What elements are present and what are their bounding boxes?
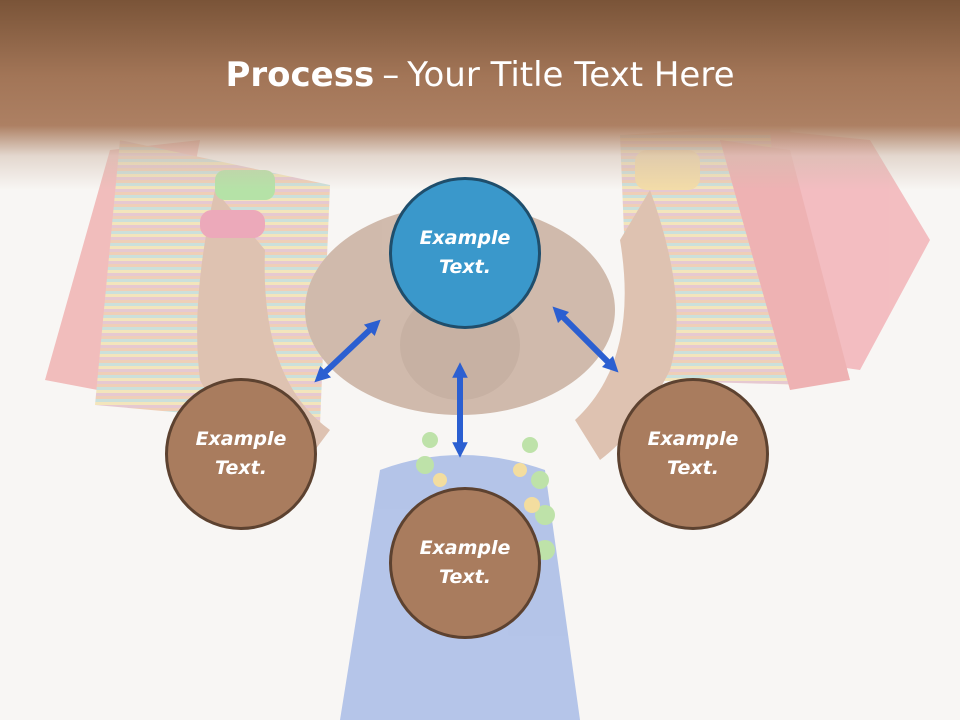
title-separator: – [382, 55, 400, 95]
process-node-right-label: Example Text. [647, 428, 739, 479]
process-node-left: Example Text. [165, 378, 317, 530]
process-node-center: Example Text. [389, 177, 541, 329]
title-bold-part: Process [225, 55, 375, 95]
process-node-right: Example Text. [617, 378, 769, 530]
process-node-left-label: Example Text. [195, 428, 287, 479]
process-node-bottom: Example Text. [389, 487, 541, 639]
title-rest: Your Title Text Here [407, 55, 735, 95]
title-bar [0, 0, 960, 190]
slide-title: Process–Your Title Text Here [0, 52, 960, 98]
process-node-bottom-label: Example Text. [419, 537, 511, 588]
process-node-center-label: Example Text. [419, 227, 511, 278]
